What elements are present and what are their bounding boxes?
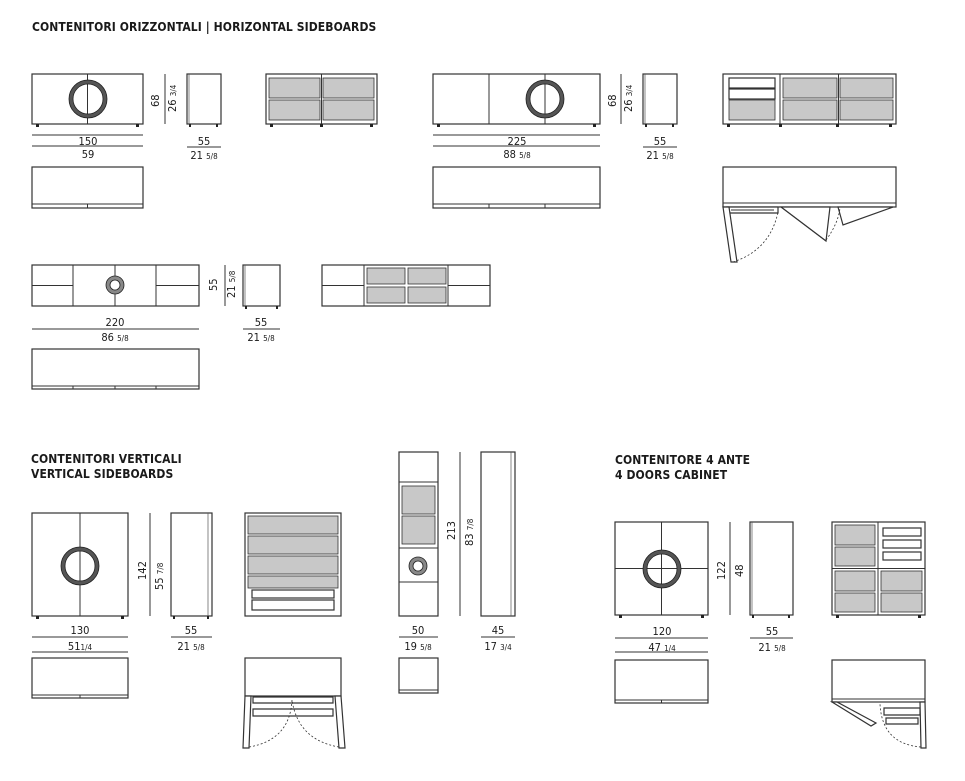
heading-vertical-it: CONTENITORI VERTICALI: [31, 452, 182, 466]
dim-150-depth-cm: 55: [197, 135, 211, 148]
dim-225-width-cm: 225: [507, 135, 527, 148]
dim-c120-depth-cm: 55: [765, 625, 779, 638]
dim-150-width-in: 59: [81, 148, 95, 161]
dim-v50-height-in: 83 7/8: [463, 518, 476, 546]
sideboard-225-side-view: [642, 73, 678, 148]
vertical-130-front-view: [31, 512, 151, 653]
vertical-130-plan-open-view: [242, 657, 346, 749]
dim-150-height-cm: 68: [149, 94, 162, 107]
dim-220-height-cm: 55: [207, 278, 220, 291]
dim-v50-width-cm: 50: [411, 624, 425, 637]
dim-c120-width-in: 47 1/4: [648, 641, 676, 654]
sideboard-225-plan-view: [432, 166, 601, 209]
cabinet-120-front-view: [614, 521, 731, 653]
cabinet-120-open-view: [831, 521, 926, 618]
dim-225-height-cm: 68: [606, 94, 619, 107]
sideboard-150-open-view: [265, 73, 378, 127]
sideboard-225-open-view: [722, 73, 897, 127]
heading-vertical-en: VERTICAL SIDEBOARDS: [31, 467, 174, 481]
sideboard-150-front-view: [31, 73, 166, 147]
dim-225-height-in: 26 3/4: [622, 84, 635, 112]
cabinet-120-side-view: [749, 521, 794, 639]
dim-v50-depth-in: 17 3/4: [484, 640, 512, 653]
vertical-50-front-view: [398, 451, 461, 638]
sideboard-150-side-view: [186, 73, 222, 148]
dim-c120-depth-in: 21 5/8: [758, 641, 786, 654]
dim-v130-width-in: 511/4: [67, 640, 93, 653]
dim-v130-height-cm: 142: [136, 561, 149, 580]
dim-v130-depth-in: 21 5/8: [177, 640, 205, 653]
sideboard-220-plan-view: [31, 348, 200, 390]
heading-horizontal-sideboards: CONTENITORI ORIZZONTALI | HORIZONTAL SID…: [32, 20, 377, 34]
dim-v130-width-cm: 130: [70, 624, 90, 637]
dim-v50-height-cm: 213: [445, 521, 458, 540]
dim-v130-depth-cm: 55: [184, 624, 198, 637]
heading-cabinet-en: 4 DOORS CABINET: [615, 468, 728, 482]
dim-220-width-cm: 220: [105, 316, 125, 329]
heading-cabinet-it: CONTENITORE 4 ANTE: [615, 453, 751, 467]
vertical-50-plan-view: [398, 657, 439, 694]
dim-150-depth-in: 21 5/8: [190, 149, 218, 162]
dim-220-height-in: 21 5/8: [225, 270, 238, 298]
cabinet-120-plan-open-view: [829, 659, 927, 749]
dim-220-width-in: 86 5/8: [101, 331, 129, 344]
cabinet-120-plan-view: [614, 659, 709, 704]
dim-150-width-cm: 150: [78, 135, 98, 148]
vertical-130-side-view: [170, 512, 213, 638]
dim-220-depth-cm: 55: [254, 316, 268, 329]
dim-220-depth-in: 21 5/8: [247, 331, 275, 344]
dim-v50-depth-cm: 45: [491, 624, 505, 637]
dim-225-width-in: 88 5/8: [503, 148, 531, 161]
dim-c120-height-in: 48: [733, 564, 746, 577]
sideboard-225-plan-open-view: [722, 166, 897, 263]
vertical-130-open-view: [244, 512, 342, 617]
dim-225-depth-in: 21 5/8: [646, 149, 674, 162]
dim-c120-height-cm: 122: [715, 561, 728, 580]
vertical-130-plan-view: [31, 657, 129, 699]
sideboard-220-open-view: [321, 264, 491, 307]
sideboard-220-side-view: [242, 264, 281, 330]
vertical-50-side-view: [480, 451, 516, 638]
dim-225-depth-cm: 55: [653, 135, 667, 148]
sideboard-225-front-view: [432, 73, 622, 147]
dim-c120-width-cm: 120: [652, 625, 672, 638]
dim-150-height-in: 26 3/4: [166, 84, 179, 112]
sideboard-220-front-view: [31, 264, 226, 330]
dim-v50-width-in: 19 5/8: [404, 640, 432, 653]
dim-v130-height-in: 55 7/8: [153, 562, 166, 590]
sideboard-150-plan-view: [31, 166, 144, 209]
